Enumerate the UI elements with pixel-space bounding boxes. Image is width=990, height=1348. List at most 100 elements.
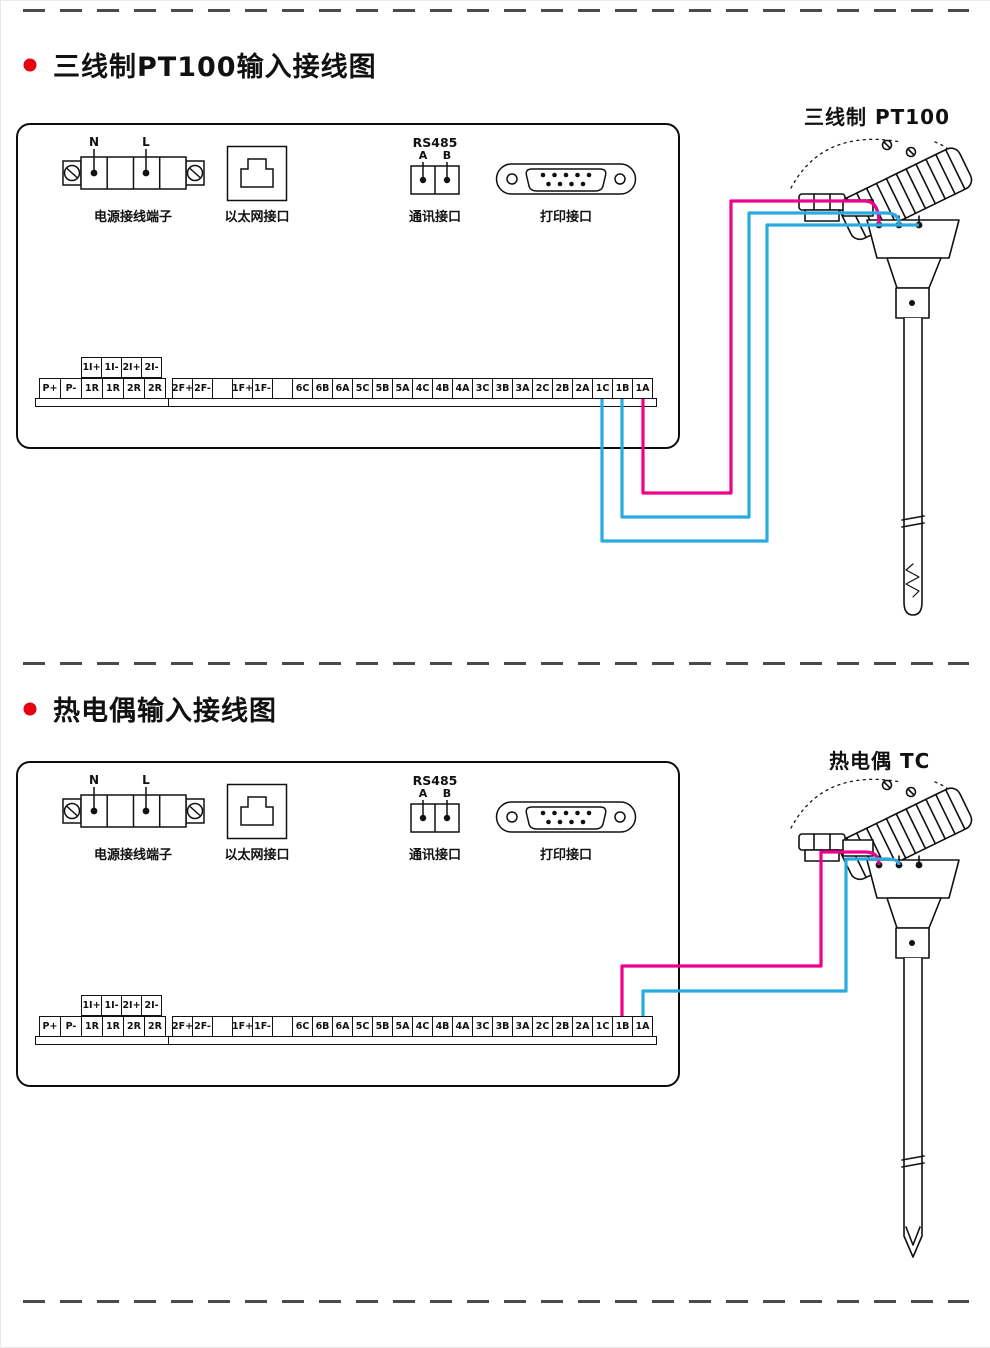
tc-wire-blue bbox=[641, 857, 901, 1016]
comm-label: 通讯接口 bbox=[408, 848, 461, 863]
terminal-cell: 5B bbox=[372, 1016, 393, 1037]
terminal-cell: 3B bbox=[492, 1016, 513, 1037]
terminal-cell: 1F- bbox=[252, 378, 273, 399]
terminal-cell: 3B bbox=[492, 378, 513, 399]
print-label: 打印接口 bbox=[539, 210, 592, 225]
terminal-cell: 2C bbox=[532, 1016, 553, 1037]
terminal-cell: 1F+ bbox=[232, 378, 253, 399]
printer-port-icon bbox=[495, 801, 637, 833]
terminal-cell bbox=[272, 378, 293, 399]
aux-terminal-strip: 1I+1I-2I+2I- bbox=[81, 995, 162, 1016]
terminal-cell: 1F- bbox=[252, 1016, 273, 1037]
terminal-cell: 2A bbox=[572, 378, 593, 399]
print-label: 打印接口 bbox=[539, 848, 592, 863]
terminal-cell: 4C bbox=[412, 378, 433, 399]
rs485-a-label: A bbox=[419, 787, 428, 800]
terminal-cell: 1I- bbox=[101, 357, 122, 378]
terminal-cell: 6C bbox=[292, 378, 313, 399]
power-label: 电源接线端子 bbox=[93, 848, 172, 863]
power-terminal-graphic: N L bbox=[62, 135, 205, 190]
terminal-cell: 1R bbox=[102, 1016, 124, 1037]
terminal-cell: 6C bbox=[292, 1016, 313, 1037]
terminal-cell: 2C bbox=[532, 378, 553, 399]
ethernet-label: 以太网接口 bbox=[224, 210, 290, 225]
terminal-base-main bbox=[168, 1036, 657, 1045]
terminal-cell: 6B bbox=[312, 1016, 333, 1037]
terminal-cell: 3C bbox=[472, 378, 493, 399]
rs485-terminal-graphic: A B bbox=[410, 787, 460, 833]
comm-label: 通讯接口 bbox=[408, 210, 461, 225]
terminal-base-left bbox=[35, 398, 173, 407]
terminal-cell: 1R bbox=[81, 1016, 103, 1037]
terminal-cell: 6B bbox=[312, 378, 333, 399]
section-title: 热电偶输入接线图 bbox=[53, 696, 277, 727]
terminal-cell: 2I+ bbox=[121, 995, 142, 1016]
terminal-cell: 2R bbox=[123, 1016, 145, 1037]
dashed-rule-middle bbox=[23, 662, 969, 665]
power-l-label: L bbox=[142, 135, 150, 149]
terminal-cell: 4A bbox=[452, 1016, 473, 1037]
terminal-cell: 1R bbox=[81, 378, 103, 399]
ethernet-port-icon bbox=[226, 145, 288, 202]
terminal-cell: 5A bbox=[392, 378, 413, 399]
rs485-terminal-graphic: A B bbox=[410, 149, 460, 195]
power-l-label: L bbox=[142, 773, 150, 787]
terminal-cell: 2I+ bbox=[121, 357, 142, 378]
terminal-cell: 6A bbox=[332, 378, 353, 399]
rs485-b-label: B bbox=[443, 787, 451, 800]
terminal-cell: P+ bbox=[39, 378, 61, 399]
terminal-cell: 1I+ bbox=[81, 995, 102, 1016]
power-n-label: N bbox=[89, 773, 99, 787]
terminal-cell: 3A bbox=[512, 378, 533, 399]
power-terminal-graphic: N L bbox=[62, 773, 205, 828]
tc-sensor-graphic bbox=[790, 778, 976, 1258]
terminal-cell: 2F- bbox=[192, 378, 213, 399]
terminal-cell: P+ bbox=[39, 1016, 61, 1037]
terminal-cell: 1R bbox=[102, 378, 124, 399]
terminal-cell: 5A bbox=[392, 1016, 413, 1037]
terminal-cell: 1B bbox=[612, 378, 633, 399]
dashed-rule-bottom bbox=[23, 1300, 969, 1303]
terminal-cell: 1C bbox=[592, 1016, 613, 1037]
pt100-sensor-graphic bbox=[790, 138, 976, 616]
terminal-cell: 1B bbox=[612, 1016, 633, 1037]
terminal-cell: 3C bbox=[472, 1016, 493, 1037]
terminal-cell: 1A bbox=[632, 378, 653, 399]
terminal-cell: 2F- bbox=[192, 1016, 213, 1037]
terminal-cell: 2F+ bbox=[172, 378, 193, 399]
terminal-cell: 4B bbox=[432, 1016, 453, 1037]
terminal-cell: P- bbox=[60, 1016, 82, 1037]
terminal-cell: 2R bbox=[144, 1016, 166, 1037]
terminal-cell bbox=[212, 378, 233, 399]
aux-terminal-strip: 1I+1I-2I+2I- bbox=[81, 357, 162, 378]
terminal-cell: 5C bbox=[352, 1016, 373, 1037]
terminal-cell: 1C bbox=[592, 378, 613, 399]
printer-port-icon bbox=[495, 163, 637, 195]
rs485-a-label: A bbox=[419, 149, 428, 162]
sensor-label: 热电偶 TC bbox=[829, 749, 931, 773]
terminal-cell: 1F+ bbox=[232, 1016, 253, 1037]
terminal-cell: 2R bbox=[123, 378, 145, 399]
ethernet-label: 以太网接口 bbox=[224, 848, 290, 863]
terminal-cell: 5C bbox=[352, 378, 373, 399]
terminal-cell: 5B bbox=[372, 378, 393, 399]
power-n-label: N bbox=[89, 135, 99, 149]
dashed-rule-top bbox=[23, 9, 969, 12]
bullet-icon bbox=[23, 58, 37, 72]
terminal-cell: 2I- bbox=[141, 995, 162, 1016]
terminal-cell: 1I+ bbox=[81, 357, 102, 378]
terminal-cell: 2A bbox=[572, 1016, 593, 1037]
terminal-cell: 1I- bbox=[101, 995, 122, 1016]
terminal-cell: 2B bbox=[552, 378, 573, 399]
terminal-base-main bbox=[168, 398, 657, 407]
terminal-cell: P- bbox=[60, 378, 82, 399]
terminal-cell: 4A bbox=[452, 378, 473, 399]
terminal-cell bbox=[272, 1016, 293, 1037]
pt100-probe bbox=[901, 317, 925, 616]
terminal-cell: 2I- bbox=[141, 357, 162, 378]
